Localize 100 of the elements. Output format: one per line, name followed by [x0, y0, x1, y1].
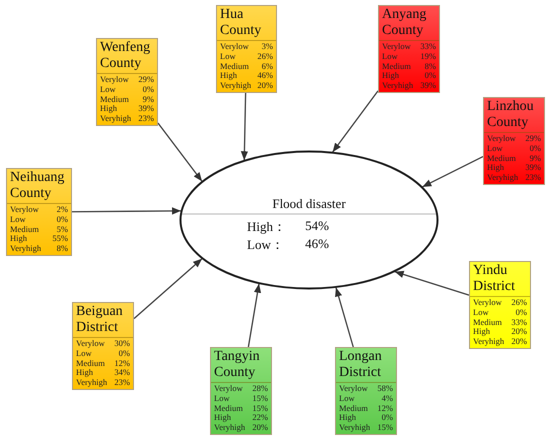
risk-level: High — [220, 71, 238, 82]
region-box — [378, 5, 440, 93]
arrow — [248, 284, 262, 348]
percentage: 0% — [424, 71, 436, 82]
percentage: 0% — [142, 84, 154, 95]
percentage: 6% — [260, 62, 273, 72]
percentage: 8% — [424, 62, 436, 72]
percentage: 22% — [251, 413, 268, 424]
percentage: 29% — [137, 75, 154, 85]
percentage: 4% — [380, 394, 393, 404]
percentage: 3% — [260, 42, 273, 52]
risk-level: Low — [382, 52, 398, 62]
risk-level: Medium — [382, 62, 412, 72]
percentage: 28% — [251, 384, 268, 394]
arrow — [157, 122, 203, 182]
risk-level: Medium — [339, 404, 369, 414]
risk-level: Veryhigh — [100, 114, 132, 124]
percentage: 9% — [142, 94, 154, 104]
percentage: 20% — [256, 81, 273, 91]
percentage: 30% — [113, 339, 130, 349]
event-title: Flood disaster — [272, 196, 346, 212]
risk-level: Veryhigh — [214, 423, 246, 433]
percentage: 33% — [510, 318, 527, 328]
region-name: Beiguan District — [73, 303, 133, 338]
percentage: 0% — [380, 413, 393, 424]
risk-level: Veryhigh — [339, 423, 372, 433]
risk-level: High — [339, 413, 357, 424]
risk-level: Medium — [473, 318, 503, 328]
percentage: 5% — [56, 224, 68, 234]
percentage: 26% — [256, 52, 273, 62]
risk-level: Medium — [76, 358, 106, 368]
risk-level: Verylow — [214, 384, 244, 394]
risk-level: Verylow — [100, 75, 130, 85]
region-name: Linzhou County — [484, 98, 544, 133]
percentage: 46% — [256, 71, 273, 82]
percentage: 58% — [376, 384, 393, 394]
risk-level: Verylow — [76, 339, 106, 349]
percentage: 39% — [524, 163, 541, 174]
risk-level: High — [10, 234, 28, 244]
region-name: Anyang County — [379, 6, 439, 41]
percentage: 20% — [251, 423, 268, 433]
risk-level: Verylow — [10, 205, 40, 215]
risk-level: Verylow — [382, 42, 412, 52]
percentage: 26% — [510, 298, 527, 308]
percentage: 0% — [514, 308, 527, 318]
risk-level: Medium — [100, 94, 130, 104]
region-name: Neihuang County — [7, 169, 71, 204]
risk-level: Veryhigh — [382, 81, 414, 91]
percentage: 12% — [376, 404, 393, 414]
risk-level: Veryhigh — [220, 81, 252, 91]
risk-level: High — [473, 327, 491, 338]
percentage: 19% — [419, 52, 436, 62]
probability: 54% — [305, 218, 329, 234]
risk-level: Verylow — [487, 134, 517, 144]
percentage: 12% — [113, 358, 130, 368]
risk-level: Verylow — [220, 42, 250, 52]
percentage: 34% — [113, 368, 130, 378]
region-box — [72, 302, 134, 390]
percentage: 0% — [118, 348, 130, 359]
region-box — [483, 97, 545, 185]
arrow — [332, 90, 379, 153]
region-box — [210, 347, 272, 435]
region-name: Longan District — [336, 348, 396, 383]
risk-level: High — [76, 368, 94, 378]
region-name: Hua County — [217, 6, 276, 41]
risk-level: High — [100, 104, 118, 114]
region-name: Wenfeng County — [97, 39, 157, 74]
arrow — [72, 207, 182, 215]
region-box — [469, 261, 531, 349]
arrow — [422, 156, 484, 188]
percentage: 15% — [251, 404, 268, 414]
region-name: Tangyin County — [211, 348, 271, 383]
risk-level: Veryhigh — [76, 378, 108, 388]
region-box — [96, 38, 158, 126]
region-box — [6, 168, 72, 256]
risk-level: Low — [220, 52, 236, 62]
risk-level: Medium — [220, 62, 250, 72]
percentage: 23% — [524, 173, 541, 183]
risk-level: Veryhigh — [10, 244, 42, 254]
state-label: Low： — [247, 236, 284, 254]
percentage: 0% — [528, 144, 541, 154]
arrow — [240, 92, 248, 160]
percentage: 8% — [56, 244, 68, 254]
percentage: 23% — [113, 378, 130, 388]
risk-level: Verylow — [473, 298, 503, 308]
event-ellipse — [179, 150, 439, 290]
percentage: 15% — [251, 394, 268, 404]
risk-level: Veryhigh — [487, 173, 520, 183]
risk-level: Medium — [10, 224, 40, 234]
risk-level: Low — [100, 84, 116, 95]
risk-level: Verylow — [339, 384, 369, 394]
arrow — [335, 287, 354, 348]
percentage: 2% — [56, 205, 68, 215]
risk-level: Medium — [487, 154, 517, 164]
risk-level: Medium — [214, 404, 244, 414]
region-box — [216, 5, 277, 93]
percentage: 9% — [528, 154, 541, 164]
risk-level: High — [487, 163, 505, 174]
percentage: 29% — [524, 134, 541, 144]
risk-level: High — [382, 71, 400, 82]
